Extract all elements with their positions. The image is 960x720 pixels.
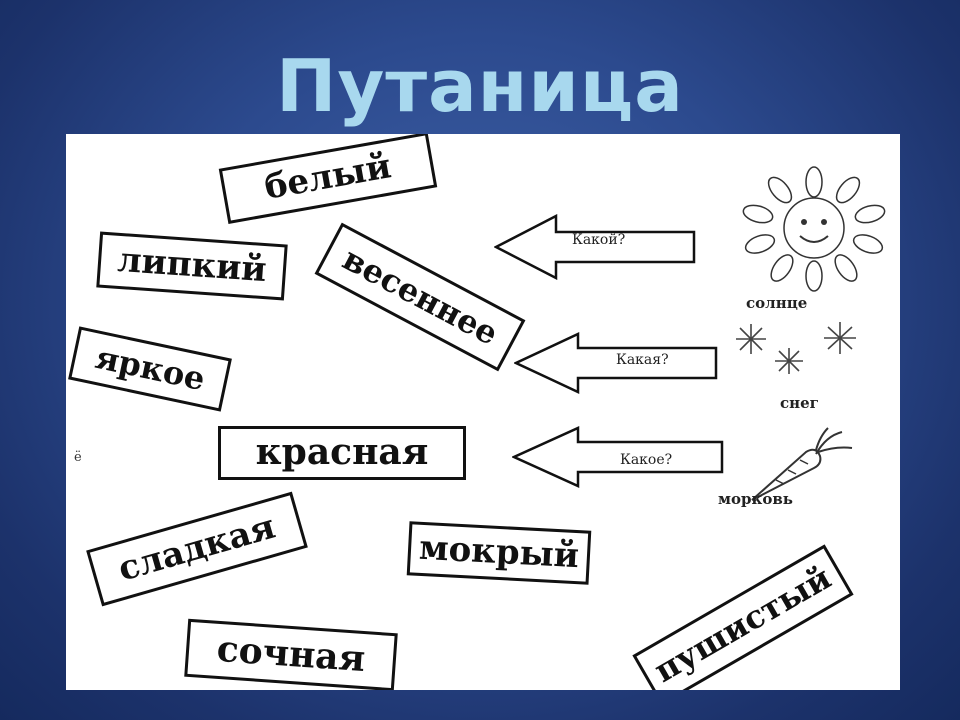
- watermark-shared: Shared: [766, 656, 875, 684]
- watermark-text: Shared: [798, 656, 876, 683]
- stray-letter: ё: [74, 450, 82, 465]
- label-carrot: морковь: [718, 490, 793, 508]
- question-kakaya: Какая?: [616, 352, 669, 368]
- word-belyi: белый: [261, 146, 395, 208]
- word-krasnaya: красная: [255, 431, 429, 473]
- label-sun: солнце: [746, 294, 808, 312]
- word-card-belyi: белый: [218, 134, 438, 224]
- word-card-krasnaya: красная: [218, 426, 466, 480]
- left-arrow-icon: [514, 332, 718, 394]
- snowflake-icon: [824, 322, 856, 354]
- carrot-icon: [751, 427, 853, 501]
- left-arrow-icon: [512, 426, 724, 488]
- word-card-lipkii: липкий: [96, 231, 288, 301]
- word-sladkaya: сладкая: [113, 506, 280, 590]
- word-card-yarkoe: яркое: [68, 326, 232, 412]
- word-mokryi: мокрый: [418, 527, 580, 577]
- snowflake-icon: [775, 348, 803, 374]
- label-snow: снег: [780, 394, 819, 412]
- worksheet-image: белый липкий весеннее яркое красная слад…: [66, 134, 900, 690]
- word-lipkii: липкий: [116, 239, 268, 291]
- sun-icon: [742, 166, 886, 292]
- left-arrow-icon: [494, 214, 696, 280]
- word-vesennee: весеннее: [336, 239, 505, 353]
- word-card-mokryi: мокрый: [406, 521, 592, 585]
- question-kakoe: Какое?: [620, 452, 673, 468]
- snowflake-icon: [736, 324, 766, 354]
- word-sochnaya: сочная: [215, 627, 367, 681]
- word-card-sladkaya: сладкая: [86, 491, 308, 607]
- slide-title: Путаница: [276, 44, 684, 128]
- word-card-sochnaya: сочная: [184, 618, 398, 690]
- word-yarkoe: яркое: [92, 337, 209, 399]
- question-kakoi: Какой?: [572, 232, 626, 248]
- presentation-icon: [766, 657, 792, 684]
